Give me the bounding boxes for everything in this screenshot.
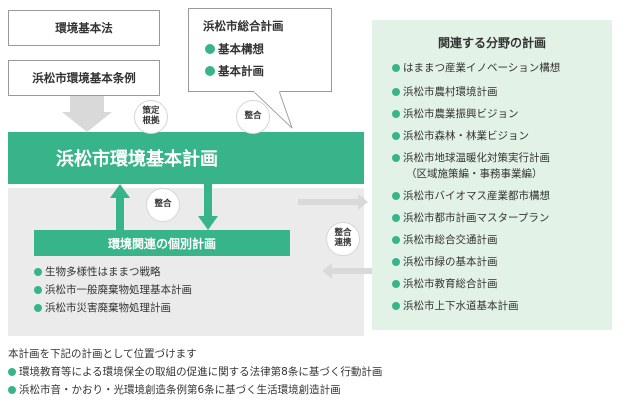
comprehensive-plan-box: 浜松市総合計画 基本構想 基本計画 — [188, 8, 332, 92]
related-plan-item: 浜松市農村環境計画 — [392, 84, 498, 99]
individual-plan-item: 浜松市一般廃棄物処理基本計画 — [34, 282, 192, 297]
related-plan-item: 浜松市バイオマス産業都市構想 — [392, 188, 550, 203]
up-arrow — [110, 184, 130, 198]
bullet-icon — [8, 385, 16, 394]
related-plans-panel — [372, 20, 612, 330]
bullet-icon — [8, 367, 16, 376]
individual-plans-area — [8, 188, 364, 336]
comprehensive-plan-item: 基本構想 — [205, 41, 264, 57]
related-plans-title: 関連する分野の計画 — [437, 36, 546, 50]
callout-tail — [252, 90, 293, 129]
bullet-icon — [392, 279, 400, 288]
bullet-icon — [392, 87, 400, 96]
positioning-item: 環境教育等による環境保全の取組の促進に関する法律第8条に基づく行動計画 — [8, 364, 382, 379]
seigou-renkei-label: 整合連携 — [326, 222, 360, 256]
down-arrow — [198, 216, 218, 230]
bullet-icon — [392, 257, 400, 266]
bullet-icon — [34, 267, 42, 276]
sakutei-konkyo-label: 策定根拠 — [134, 100, 168, 134]
related-to-plan-arrow — [322, 263, 332, 279]
related-plan-subnote: （区域施策編・事務事業編） — [406, 168, 543, 180]
bullet-icon — [34, 285, 42, 294]
bullet-icon — [392, 131, 400, 140]
related-plan-item: はままつ産業イノベーション構想 — [392, 60, 560, 75]
related-plan-item: 浜松市森林・林業ビジョン — [392, 128, 529, 143]
related-plan-item: 浜松市都市計画マスタープラン — [392, 210, 549, 225]
seigou-mid-label: 整合 — [146, 188, 180, 222]
bullet-icon — [205, 66, 215, 76]
bullet-icon — [392, 109, 400, 118]
related-plan-item: 浜松市教育総合計画 — [392, 276, 498, 291]
seigou-top-label: 整合 — [236, 100, 270, 134]
environment-ordinance: 浜松市環境基本条例 — [8, 60, 160, 96]
related-plan-item: 浜松市上下水道基本計画 — [392, 298, 519, 313]
related-plan-item: 浜松市緑の基本計画 — [392, 254, 498, 269]
bullet-icon — [392, 301, 400, 310]
basic-environment-law: 環境基本法 — [8, 10, 160, 46]
bullet-icon — [34, 303, 42, 312]
comprehensive-plan-item: 基本計画 — [205, 63, 264, 79]
bullet-icon — [392, 63, 400, 72]
individual-plan-item: 生物多様性はままつ戦略 — [34, 264, 161, 279]
positioning-note: 本計画を下記の計画として位置づけます — [8, 348, 197, 360]
bullet-icon — [392, 191, 400, 200]
comprehensive-plan-title: 浜松市総合計画 — [203, 19, 284, 33]
related-plan-item: 浜松市農業振興ビジョン — [392, 106, 519, 121]
positioning-item: 浜松市音・かおり・光環境創造条例第6条に基づく生活環境創造計画 — [8, 382, 341, 397]
law-to-plan-arrow — [62, 96, 112, 132]
bullet-icon — [392, 235, 400, 244]
related-plan-item: 浜松市地球温暖化対策実行計画 — [392, 150, 550, 165]
bullet-icon — [205, 44, 215, 54]
bullet-icon — [392, 213, 400, 222]
main-plan-banner: 浜松市環境基本計画 — [8, 132, 364, 184]
bullet-icon — [392, 153, 400, 162]
individual-plans-title: 環境関連の個別計画 — [34, 230, 290, 256]
individual-plan-item: 浜松市災害廃棄物処理計画 — [34, 300, 171, 315]
related-plan-item: 浜松市総合交通計画 — [392, 232, 498, 247]
